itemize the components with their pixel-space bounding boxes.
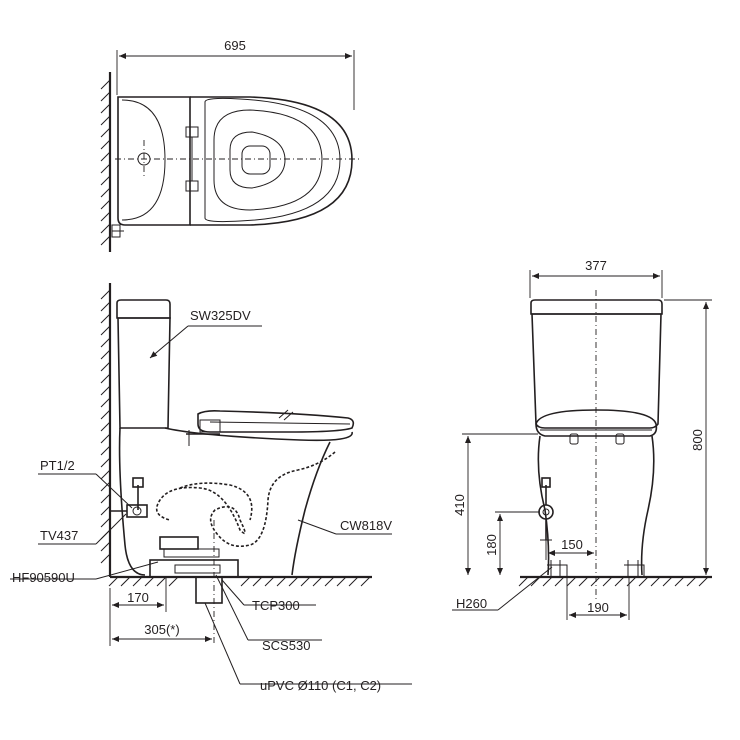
label-valve: TV437 [40,528,78,543]
front-hinge-right [615,433,625,445]
side-view-wall-hatch [100,289,111,564]
top-bowl-opening [229,131,286,189]
label-tank: SW325DV [190,308,251,323]
side-adapter [149,559,239,578]
top-drain [241,145,271,175]
label-seal: SCS530 [262,638,310,653]
side-seat [197,410,355,433]
top-tank [117,96,191,226]
dim-inlet-height: 410 [452,494,467,516]
label-flange: HF90590U [12,570,75,585]
label-pipe: uPVC Ø110 (C1, C2) [260,678,381,693]
side-view: SW325DV CW818V PT1/2 TV437 HF90590U TCP3… [10,283,412,693]
dim-front-width: 377 [585,258,607,273]
front-tank [530,299,663,315]
side-drain-pipe [195,576,223,604]
top-bowl [190,96,353,226]
side-view-floor-hatch [108,576,371,587]
side-tank [116,299,171,319]
top-view: 695 [100,38,362,252]
side-flange [159,536,199,550]
label-adapter: TCP300 [252,598,300,613]
top-seat-inner [213,109,323,211]
label-supply: PT1/2 [40,458,75,473]
dim-total-height: 800 [690,429,705,451]
front-hinge-left [569,433,579,445]
label-bowl: CW818V [340,518,392,533]
side-hinge [199,419,221,433]
dim-top-width: 695 [224,38,246,53]
top-flush-button [137,152,151,166]
top-view-wall-hatch [100,79,111,246]
dim-valve-height: 180 [484,534,499,556]
front-view-floor-hatch [518,576,709,587]
dim-floor-fix-spacing: 190 [587,600,609,615]
top-hinge-upper [185,126,199,138]
top-seat [204,97,341,223]
side-trapway [155,451,336,548]
top-hinge-lower [185,180,199,192]
dim-outlet-offset: 170 [127,590,149,605]
dim-valve-offset: 150 [561,537,583,552]
front-floor-fix-left [547,560,568,577]
front-seat [535,409,658,437]
front-view: 377 800 410 [452,258,712,620]
side-bowl [118,427,146,576]
side-supply-valve [132,477,144,488]
front-floor-fix-right [624,560,645,577]
front-pedestal [537,435,550,576]
label-floor-fix: H260 [456,596,487,611]
dim-rough-in: 305(*) [144,622,179,637]
